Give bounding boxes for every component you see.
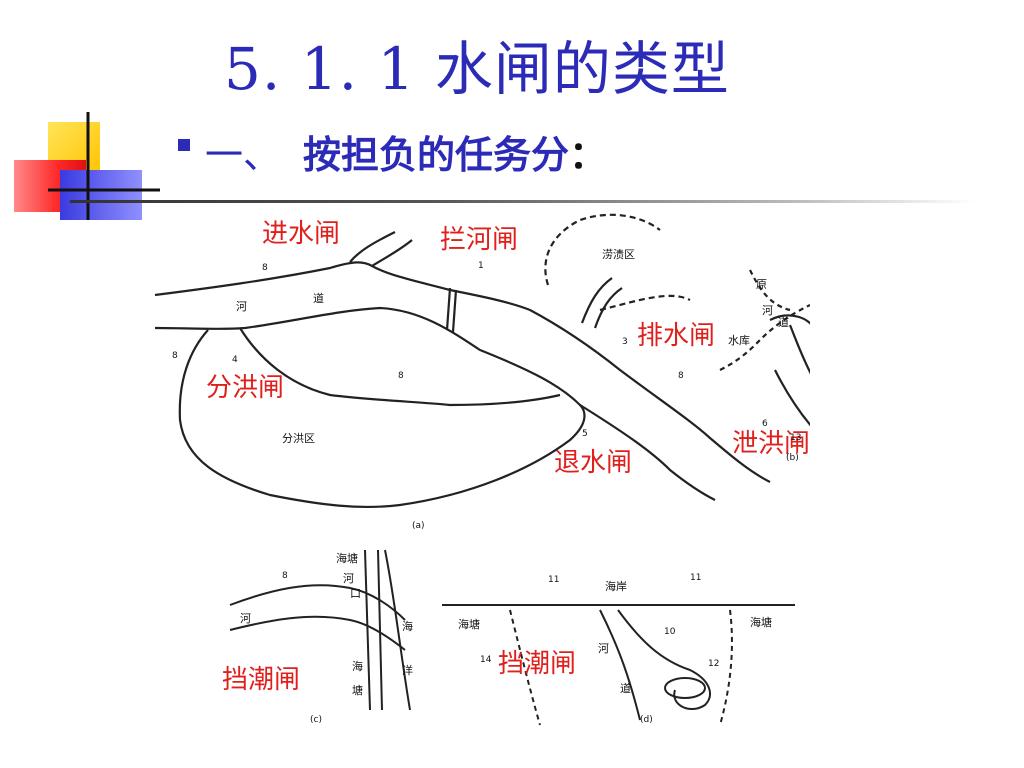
ref-number: 4 (232, 355, 238, 365)
caption-a: (a) (412, 521, 425, 531)
drainage-gate-label: 排水闸 (637, 321, 715, 351)
fig-seawall: 海塘 (336, 551, 358, 565)
ref-number: 14 (480, 655, 492, 665)
ref-number: 5 (582, 429, 588, 439)
caption-d: (d) (640, 715, 653, 725)
fig-river-text: 河 (240, 612, 251, 625)
fig-river-text: 河 (598, 642, 609, 655)
ref-number: 10 (664, 627, 676, 637)
fig-seawall: 海塘 (458, 617, 480, 631)
fig-sea: 海 (402, 619, 413, 633)
tide-gate-d-label: 挡潮闸 (498, 649, 576, 679)
fig-river-text: 道 (313, 291, 324, 305)
ref-number: 11 (548, 575, 559, 585)
ref-number: 13 (790, 433, 801, 443)
fig-shore: 海岸 (605, 579, 627, 593)
header-rule (70, 200, 975, 203)
fig-seawall: 塘 (352, 683, 363, 697)
fig-river-text: 河 (236, 300, 247, 313)
tide-gate-c-label: 挡潮闸 (222, 665, 300, 695)
ref-number: 8 (678, 371, 684, 381)
sluice-types-diagram: 进水闸 拦河闸 排水闸 分洪闸 退水闸 泄洪闸 挡潮闸 挡潮闸 河 道 涝渍区 … (150, 210, 810, 730)
ref-number: 6 (762, 419, 768, 429)
fig-seawall: 海塘 (750, 615, 772, 629)
page-title: 5. 1. 1 水闸的类型 (224, 22, 730, 106)
fig-reservoir: 水库 (728, 334, 750, 347)
ref-number: 12 (708, 659, 719, 669)
caption-c: (c) (310, 715, 322, 725)
ref-number: 8 (398, 371, 404, 381)
subtitle-prefix: 一、 (205, 133, 281, 177)
fig-seawall: 海 (352, 659, 363, 673)
fig-sea: 洋 (402, 663, 413, 677)
subtitle-colon: ： (569, 133, 607, 177)
bullet-marker (178, 139, 190, 151)
barrage-label: 拦河闸 (440, 225, 518, 255)
flood-area-boundary (180, 330, 585, 507)
fig-flood-area: 分洪区 (282, 431, 315, 445)
fig-estuary: 河 (343, 572, 354, 585)
fig-river-text: 河 (762, 304, 773, 317)
fig-river-text: 道 (620, 681, 631, 695)
fig-estuary: 口 (350, 587, 361, 600)
escape-gate-label: 退水闸 (554, 448, 632, 478)
fig-river-text: 道 (778, 315, 789, 329)
ref-number: 8 (172, 351, 178, 361)
subtitle: 一、按担负的任务分： (205, 124, 607, 179)
ref-number: 1 (478, 261, 484, 271)
ref-number: 8 (282, 571, 288, 581)
fig-waterlog-area: 涝渍区 (602, 248, 635, 261)
ref-number: 11 (690, 573, 701, 583)
intake-gate-label: 进水闸 (262, 219, 340, 249)
caption-b: (b) (786, 453, 799, 463)
ref-number: 8 (262, 263, 268, 273)
ref-number: 3 (622, 337, 628, 347)
subtitle-emphasis: 按担负的任务分 (303, 133, 569, 177)
diversion-gate-label: 分洪闸 (206, 373, 284, 403)
fig-plain: 原 (756, 278, 767, 291)
